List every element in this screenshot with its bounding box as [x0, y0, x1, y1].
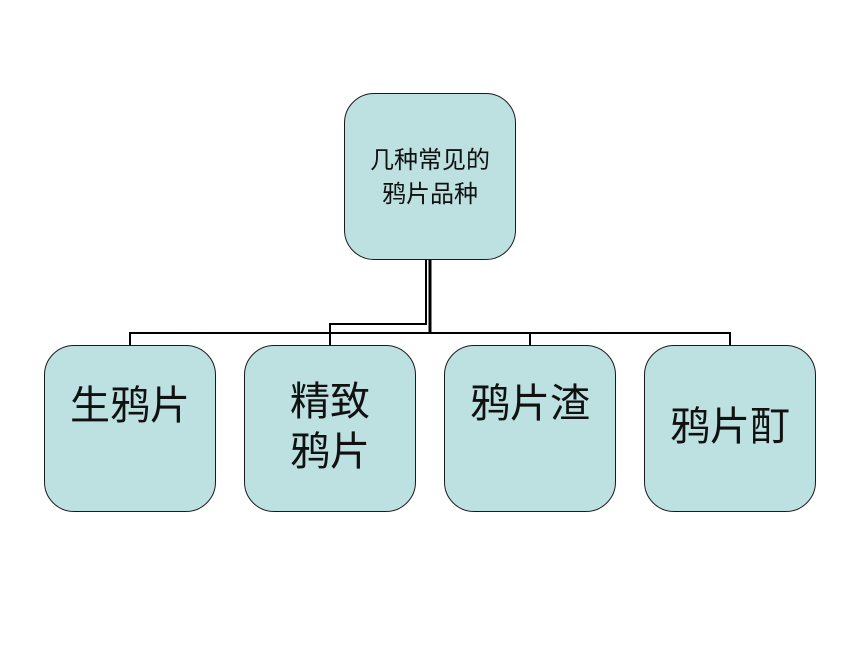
child-node-label: 鸦片渣	[470, 381, 590, 427]
child-node-opium-tincture: 鸦片酊	[644, 345, 816, 512]
child-node-label: 精致 鸦片	[290, 379, 370, 475]
child-node-opium-dross: 鸦片渣	[444, 345, 616, 512]
child-node-label: 鸦片酊	[670, 404, 790, 450]
root-node-label: 几种常见的 鸦片品种	[370, 145, 490, 208]
child-node-label: 生鸦片	[70, 383, 190, 429]
child-node-refined-opium: 精致 鸦片	[244, 345, 416, 512]
child-node-raw-opium: 生鸦片	[44, 345, 216, 512]
root-node: 几种常见的 鸦片品种	[344, 93, 516, 260]
